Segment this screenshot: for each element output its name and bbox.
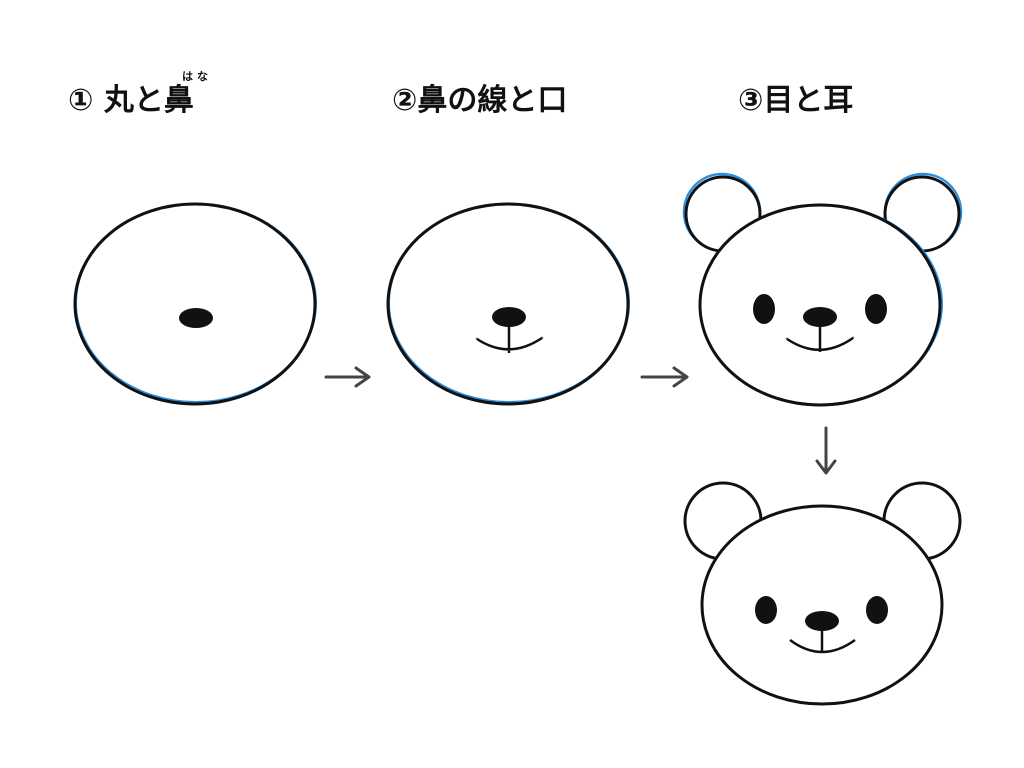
final-nose [805,611,839,631]
step3-drawing [682,172,963,407]
step3-nose [803,307,837,327]
arrow-down-icon [815,426,837,475]
step3-title: ③目と耳 [738,83,854,118]
step3-left-eye [753,294,775,324]
step2-drawing [386,202,630,406]
final-mouth [789,638,856,654]
step2-head-outline [386,202,630,406]
step2-mouth [476,336,543,351]
step2-nose [492,307,526,327]
step1-title: ① 丸と鼻 [68,83,194,118]
final-head-outline [700,504,944,706]
step2-title: ②鼻の線と口 [392,83,568,118]
step1-drawing [73,202,317,406]
arrow-right-icon [324,366,371,388]
final-bear-drawing [683,481,962,706]
final-left-eye [755,596,777,624]
step1-head-outline [73,202,317,406]
final-right-eye [866,596,888,624]
step3-mouth [786,336,854,351]
step3-head-outline [698,203,942,407]
step1-furigana: はな [182,70,212,83]
arrow-right-icon [640,366,689,388]
step3-right-eye [865,294,887,324]
step1-nose [179,308,213,328]
